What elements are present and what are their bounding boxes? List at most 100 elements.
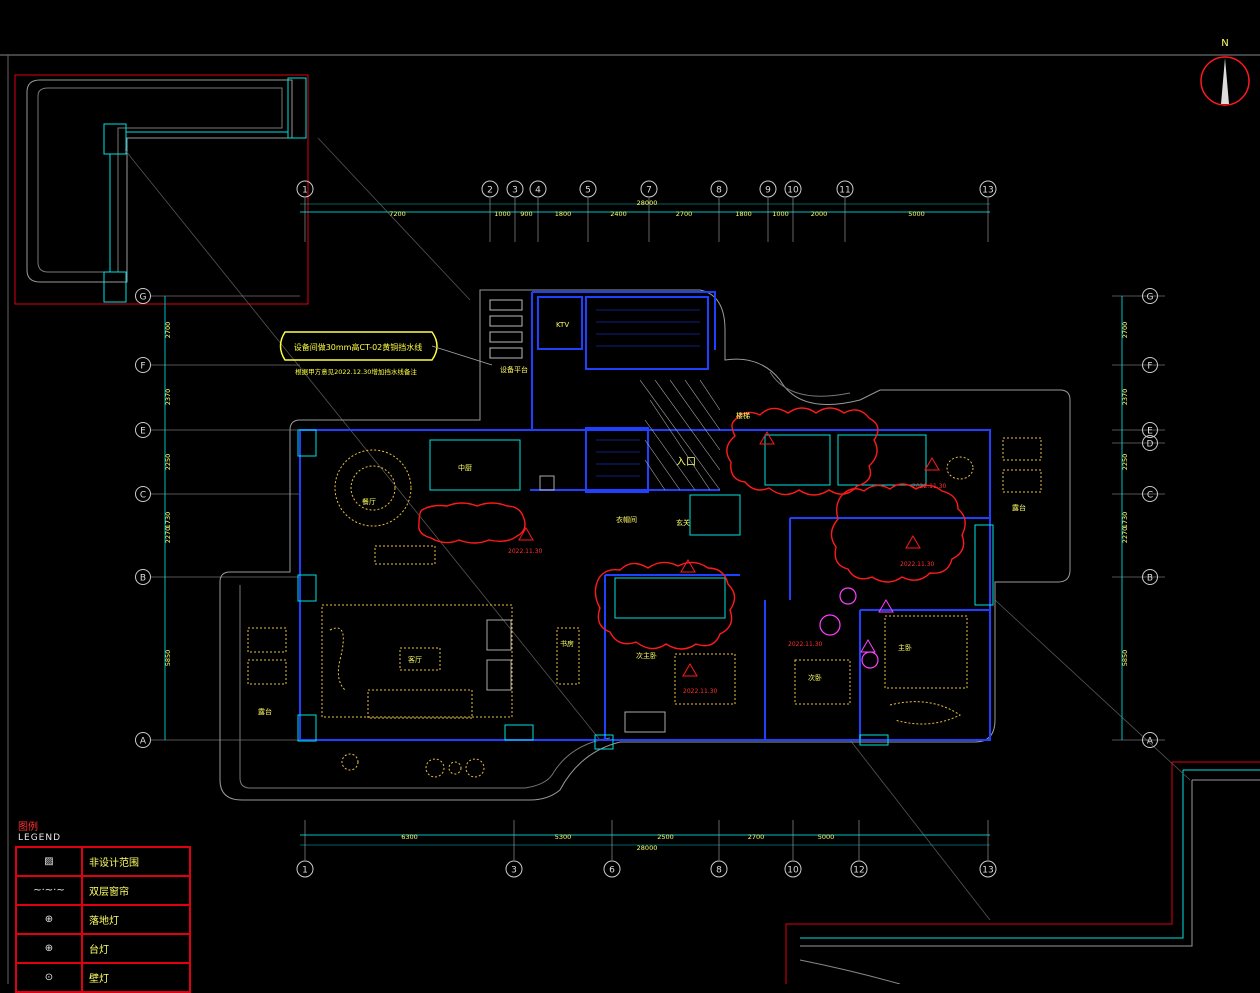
dim-bottom: 2500 [657, 833, 674, 841]
note-bubble-sub: 根据甲方意见2022.12.30增加挡水线备注 [295, 367, 417, 376]
dimension-top [300, 203, 990, 213]
axis-bubble-side: G [1142, 288, 1158, 304]
axis-bubble-bottom: 10 [784, 860, 802, 878]
axis-label: F [1147, 362, 1152, 372]
axis-label: 9 [765, 186, 771, 196]
axis-bubble-top: 9 [759, 180, 777, 198]
room-master: 主卧 [898, 643, 912, 652]
terrace-outline [219, 289, 1071, 801]
dim-bottom: 6300 [401, 833, 418, 841]
axis-bubble-side: C [135, 486, 151, 502]
legend-label: 落地灯 [89, 916, 119, 927]
axis-label: C [140, 491, 146, 501]
axis-label: 10 [787, 186, 799, 196]
axis-label: B [1147, 574, 1153, 584]
axis-label: G [140, 293, 147, 303]
dim-side: 2370 [1121, 389, 1129, 406]
room-dining: 餐厅 [362, 497, 376, 506]
axis-bubble-top: 1 [296, 180, 314, 198]
dim-top: 1000 [772, 210, 789, 218]
axis-label: 7 [646, 186, 652, 196]
legend-row: ⊕落地灯 [17, 906, 189, 935]
axis-bubble-top: 10 [784, 180, 802, 198]
room-second-master: 次主卧 [636, 651, 657, 660]
dim-side: 2250 [1121, 454, 1129, 471]
furniture [247, 437, 1042, 778]
rev-date-1: 2022.11.30 [508, 548, 543, 555]
legend-title: 图例 [18, 822, 38, 833]
dim-side: 1730 [1121, 512, 1129, 529]
axis-label: G [1147, 293, 1154, 303]
axis-bubble-side: D [1142, 435, 1158, 451]
legend-symbol-icon: ⊙ [17, 964, 83, 991]
axis-bubble-bottom: 8 [710, 860, 728, 878]
axis-bubble-top: 2 [481, 180, 499, 198]
room-study: 书房 [560, 639, 574, 648]
axis-bubble-top: 7 [640, 180, 658, 198]
axis-bubble-side: C [1142, 486, 1158, 502]
legend-row: ▨非设计范围 [17, 848, 189, 877]
axis-bubble-side: F [135, 357, 151, 373]
north-arrow-icon: N [1200, 38, 1250, 106]
axis-label: 8 [716, 186, 722, 196]
axis-bubble-side: G [135, 288, 151, 304]
axis-bubble-side: A [135, 732, 151, 748]
dim-top: 2000 [811, 210, 828, 218]
dim-top: 7200 [389, 210, 406, 218]
balcony-top-left [14, 74, 309, 305]
balcony-bottom-right [785, 761, 1260, 984]
axis-bubble-side: E [1142, 422, 1158, 438]
legend-symbol-icon: ⊕ [17, 935, 83, 962]
dim-top: 5000 [908, 210, 925, 218]
dim-side: 2270 [164, 527, 172, 544]
room-living: 客厅 [408, 655, 422, 664]
axis-label: E [1147, 427, 1153, 437]
legend-label: 双层窗帘 [89, 887, 129, 898]
legend-row: ~·~·~ 双层窗帘 [17, 877, 189, 906]
axis-bubble-side: B [1142, 569, 1158, 585]
axis-label: 3 [511, 866, 517, 876]
north-label: N [1221, 38, 1228, 49]
axis-label: 6 [609, 866, 615, 876]
room-ktv: KTV [556, 321, 569, 329]
legend-row: ⊕ 台灯 [17, 935, 189, 964]
dim-top: 2400 [610, 210, 627, 218]
axis-label: A [140, 737, 147, 747]
legend-row: ⊙壁灯 [17, 964, 189, 993]
axis-label: A [1147, 737, 1154, 747]
axis-label: 10 [787, 866, 799, 876]
axis-label: C [1147, 491, 1153, 501]
legend-symbol-icon: ~·~·~ [17, 877, 83, 904]
axis-label: 5 [585, 186, 591, 196]
axis-label: 1 [302, 186, 308, 196]
axis-bubble-side: F [1142, 357, 1158, 373]
dim-bottom: 2700 [748, 833, 765, 841]
axis-label: F [140, 362, 145, 372]
axis-label: E [140, 427, 146, 437]
axis-label: 3 [512, 186, 518, 196]
room-terrace-right: 露台 [1012, 503, 1026, 512]
axis-bubble-side: A [1142, 732, 1158, 748]
room-second: 次卧 [808, 673, 822, 682]
axis-bubble-top: 13 [979, 180, 997, 198]
dim-side: 5850 [164, 650, 172, 667]
legend-label: 台灯 [89, 945, 109, 956]
axis-label: 8 [716, 866, 722, 876]
axis-bubble-top: 11 [836, 180, 854, 198]
room-foyer: 玄关 [676, 518, 690, 527]
note-bubble: 设备间做30mm高CT-02黄铜挡水线 根据甲方意见2022.12.30增加挡水… [279, 331, 493, 376]
axis-bubble-side: E [135, 422, 151, 438]
axis-label: 4 [535, 186, 541, 196]
rev-date-5: 2022.11.30 [788, 641, 823, 648]
axis-bubble-bottom: 13 [979, 860, 997, 878]
rev-date-2: 2022.11.30 [912, 483, 947, 490]
axis-bubble-top: 5 [579, 180, 597, 198]
room-stair: 楼梯 [736, 411, 750, 420]
rev-date-4: 2022.11.30 [683, 688, 718, 695]
dim-bottom-total: 28000 [637, 844, 658, 852]
dim-top: 1800 [735, 210, 752, 218]
room-entrance: 入口 [676, 457, 696, 468]
dim-bottom: 5000 [818, 833, 835, 841]
room-cloak: 衣帽间 [616, 515, 637, 524]
rev-date-3: 2022.11.30 [900, 561, 935, 568]
